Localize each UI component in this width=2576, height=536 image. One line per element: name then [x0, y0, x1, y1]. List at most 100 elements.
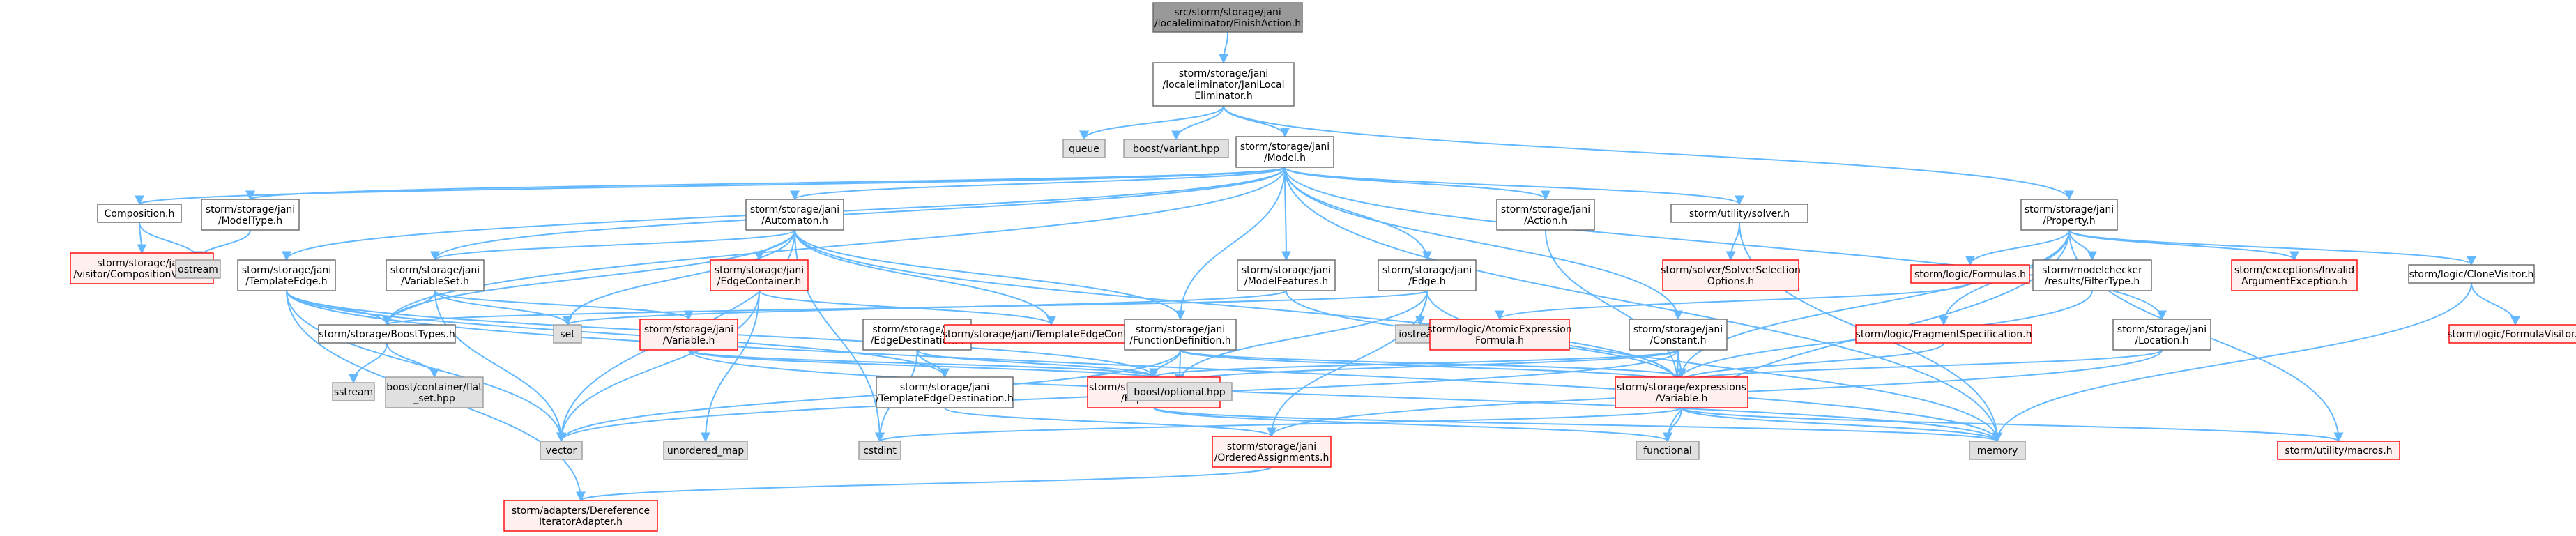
- node-automaton[interactable]: storm/storage/jani/Automaton.h: [745, 199, 844, 231]
- edge-automaton-to-variableset: [430, 229, 795, 261]
- node-formulavisitor[interactable]: storm/logic/FormulaVisitor.h: [2447, 324, 2576, 344]
- edge-jle-to-property: [1223, 105, 2074, 201]
- node-box: [2448, 324, 2576, 344]
- node-label-line: storm/storage/jani: [1179, 68, 1268, 79]
- node-sstream[interactable]: sstream: [332, 382, 375, 401]
- node-box: [540, 441, 583, 460]
- node-box: [1670, 204, 1808, 223]
- node-vector[interactable]: vector: [540, 441, 583, 460]
- node-jle[interactable]: storm/storage/jani/localeliminator/JaniL…: [1152, 62, 1295, 107]
- node-templateedge[interactable]: storm/storage/jani/TemplateEdge.h: [237, 259, 336, 291]
- node-location[interactable]: storm/storage/jani/Location.h: [2112, 319, 2211, 351]
- node-invalidarg[interactable]: storm/exceptions/InvalidArgumentExceptio…: [2231, 259, 2358, 291]
- node-label-line: storm/logic/FormulaVisitor.h: [2447, 329, 2576, 340]
- node-label-line: storm/storage/jani: [2025, 204, 2114, 215]
- node-filtertype[interactable]: storm/modelchecker/results/FilterType.h: [2032, 259, 2152, 291]
- node-modelfeatures[interactable]: storm/storage/jani/ModelFeatures.h: [1237, 259, 1336, 291]
- node-label-line: storm/storage/jani: [715, 265, 804, 276]
- node-label-line: /TemplateEdgeDestination.h: [876, 393, 1014, 404]
- node-set[interactable]: set: [553, 324, 582, 344]
- node-fragspec[interactable]: storm/logic/FragmentSpecification.h: [1855, 324, 2032, 344]
- edge-templateedge-to-tedest: [286, 290, 950, 378]
- edge-property-to-invalidarg: [2068, 229, 2299, 261]
- edge-orderedassign-to-deref: [576, 466, 1272, 502]
- edge-model-to-funcdef: [1175, 167, 1286, 321]
- node-box: [318, 324, 456, 344]
- node-deref[interactable]: storm/adapters/DereferenceIteratorAdapte…: [503, 500, 658, 532]
- node-solver[interactable]: storm/utility/solver.h: [1670, 204, 1808, 223]
- node-optional[interactable]: boost/optional.hpp: [1127, 382, 1233, 401]
- node-label-line: storm/utility/solver.h: [1689, 208, 1790, 220]
- edge-jle-to-model: [1223, 105, 1290, 138]
- node-modeltype[interactable]: storm/storage/jani/ModelType.h: [201, 199, 300, 231]
- node-label-line: ostream: [178, 264, 218, 275]
- node-formulas[interactable]: storm/logic/Formulas.h: [1910, 264, 2030, 284]
- node-constant[interactable]: storm/storage/jani/Constant.h: [1629, 319, 1728, 351]
- edge-jle-to-queue: [1079, 105, 1224, 141]
- node-label-line: /Action.h: [1524, 215, 1567, 227]
- node-functional[interactable]: functional: [1636, 441, 1700, 460]
- node-composition[interactable]: Composition.h: [97, 204, 182, 223]
- edge-model-to-solver: [1284, 167, 1744, 206]
- node-macros[interactable]: storm/utility/macros.h: [2277, 441, 2400, 460]
- node-label-line: set: [560, 329, 575, 340]
- node-unordered[interactable]: unordered_map: [663, 441, 748, 460]
- node-orderedassign[interactable]: storm/storage/jani/OrderedAssignments.h: [1212, 436, 1332, 468]
- node-box: [1124, 319, 1237, 351]
- node-box: [1152, 62, 1295, 107]
- node-label-line: storm/storage/jani: [900, 382, 989, 393]
- node-label-line: boost/variant.hpp: [1133, 144, 1219, 155]
- node-label-line: storm/storage/expressions: [1617, 382, 1746, 393]
- node-label-line: /Edge.h: [1408, 276, 1445, 287]
- node-label-line: /Variable.h: [663, 335, 715, 346]
- node-label-line: sstream: [334, 387, 373, 398]
- node-variable[interactable]: storm/storage/jani/Variable.h: [639, 319, 738, 351]
- edge-constant-to-optional: [1175, 349, 1679, 384]
- node-box: [2231, 259, 2358, 291]
- edge-model-to-automaton: [790, 167, 1286, 201]
- node-variableset[interactable]: storm/storage/jani/VariableSet.h: [386, 259, 485, 291]
- node-tecontainer[interactable]: storm/storage/jani/TemplateEdgeContainer…: [943, 324, 1161, 344]
- node-boosttypes[interactable]: storm/storage/BoostTypes.h: [318, 324, 456, 344]
- node-edge[interactable]: storm/storage/jani/Edge.h: [1378, 259, 1477, 291]
- node-flatset[interactable]: boost/container/flat_set.hpp: [385, 376, 484, 408]
- node-edgecontainer[interactable]: storm/storage/jani/EdgeContainer.h: [710, 259, 809, 291]
- node-variant[interactable]: boost/variant.hpp: [1123, 139, 1229, 158]
- node-label-line: /EdgeDestination.h: [871, 335, 964, 346]
- node-box: [332, 382, 375, 401]
- node-box: [1629, 319, 1728, 351]
- node-queue[interactable]: queue: [1062, 139, 1106, 158]
- node-box: [745, 199, 844, 231]
- node-label-line: vector: [546, 445, 577, 457]
- edge-automaton-to-set: [563, 229, 795, 326]
- node-clonevisitor[interactable]: storm/logic/CloneVisitor.h: [2408, 264, 2535, 284]
- node-label-line: memory: [1977, 445, 2018, 457]
- edge-clonevisitor-to-formulavisitor: [2471, 282, 2520, 326]
- node-funcdef[interactable]: storm/storage/jani/FunctionDefinition.h: [1124, 319, 1237, 351]
- node-box: [386, 259, 485, 291]
- node-label-line: storm/exceptions/Invalid: [2234, 265, 2354, 276]
- node-label-line: functional: [1643, 445, 1692, 457]
- node-memory[interactable]: memory: [1969, 441, 2026, 460]
- node-label-line: storm/storage/jani: [2117, 324, 2207, 335]
- node-ostream[interactable]: ostream: [175, 259, 221, 279]
- node-label-line: boost/container/flat: [386, 382, 482, 393]
- node-exprvariable[interactable]: storm/storage/expressions/Variable.h: [1615, 376, 1748, 408]
- node-label-line: /localeliminator/JaniLocal: [1163, 79, 1285, 91]
- node-label-line: storm/storage/jani: [1136, 324, 1225, 335]
- node-model[interactable]: storm/storage/jani/Model.h: [1235, 136, 1334, 168]
- node-box: [639, 319, 738, 351]
- edge-location-to-string: [1672, 349, 2163, 384]
- edge-model-to-constant: [1284, 167, 1683, 321]
- node-cstdint[interactable]: cstdint: [858, 441, 901, 460]
- node-label-line: /TemplateEdge.h: [245, 276, 327, 287]
- node-label-line: cstdint: [863, 445, 897, 457]
- node-tedest[interactable]: storm/storage/jani/TemplateEdgeDestinati…: [876, 376, 1014, 408]
- node-box: [1237, 259, 1336, 291]
- node-action[interactable]: storm/storage/jani/Action.h: [1496, 199, 1595, 231]
- node-property[interactable]: storm/storage/jani/Property.h: [2020, 199, 2118, 231]
- edge-variable-to-memory: [688, 349, 2002, 443]
